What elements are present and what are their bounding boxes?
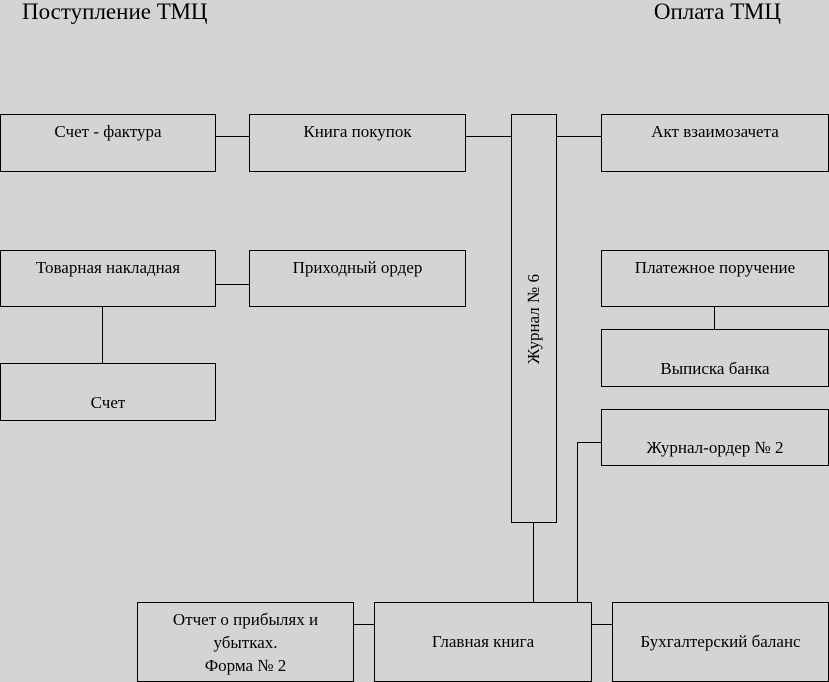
report-line-1: Отчет о прибылях и bbox=[172, 610, 319, 629]
connector-waybill-bill bbox=[102, 306, 103, 364]
profit-loss-report-label: Отчет о прибылях и убытках. Форма № 2 bbox=[138, 608, 353, 677]
purchase-book-label: Книга покупок bbox=[303, 122, 412, 141]
bill-box: Счет bbox=[0, 363, 216, 421]
connector-journal-order2-v bbox=[577, 442, 578, 604]
bank-statement-box: Выписка банка bbox=[601, 329, 829, 387]
heading-payment: Оплата ТМЦ bbox=[653, 0, 781, 24]
report-line-2: убытках. bbox=[213, 633, 278, 652]
journal-6-box: Журнал № 6 bbox=[511, 114, 557, 523]
connector-report-ledger bbox=[353, 624, 375, 625]
balance-sheet-label: Бухгалтерский баланс bbox=[640, 632, 801, 651]
journal-6-label: Журнал № 6 bbox=[524, 273, 543, 364]
connector-ledger-balance bbox=[591, 624, 613, 625]
connector-payment-order-bank-statement bbox=[714, 306, 715, 330]
invoice-box: Счет - фактура bbox=[0, 114, 216, 172]
connector-journal-order2-h bbox=[577, 442, 602, 443]
heading-receipt: Поступление ТМЦ bbox=[22, 0, 208, 24]
waybill-label: Товарная накладная bbox=[35, 258, 181, 277]
receipt-order-box: Приходный ордер bbox=[249, 250, 466, 307]
offset-act-label: Акт взаимозачета bbox=[651, 122, 779, 141]
payment-order-box: Платежное поручение bbox=[601, 250, 829, 307]
connector-waybill-receipt-order bbox=[215, 284, 250, 285]
profit-loss-report-box: Отчет о прибылях и убытках. Форма № 2 bbox=[137, 602, 354, 682]
waybill-box: Товарная накладная bbox=[0, 250, 216, 307]
bank-statement-label: Выписка банка bbox=[660, 359, 770, 378]
report-line-3: Форма № 2 bbox=[204, 656, 287, 675]
connector-journal6-ledger bbox=[533, 522, 534, 604]
journal-order-2-label: Журнал-ордер № 2 bbox=[646, 438, 784, 457]
bill-label: Счет bbox=[90, 393, 126, 412]
invoice-label: Счет - фактура bbox=[54, 122, 162, 141]
receipt-order-label: Приходный ордер bbox=[292, 258, 423, 277]
connector-invoice-purchase-book bbox=[215, 136, 250, 137]
connector-purchase-book-journal6 bbox=[465, 136, 512, 137]
offset-act-box: Акт взаимозачета bbox=[601, 114, 829, 172]
connector-journal6-offset-act bbox=[556, 136, 601, 137]
general-ledger-box: Главная книга bbox=[374, 602, 592, 682]
balance-sheet-box: Бухгалтерский баланс bbox=[612, 602, 829, 682]
purchase-book-box: Книга покупок bbox=[249, 114, 466, 172]
general-ledger-label: Главная книга bbox=[431, 632, 535, 651]
payment-order-label: Платежное поручение bbox=[634, 258, 796, 277]
journal-order-2-box: Журнал-ордер № 2 bbox=[601, 409, 829, 466]
